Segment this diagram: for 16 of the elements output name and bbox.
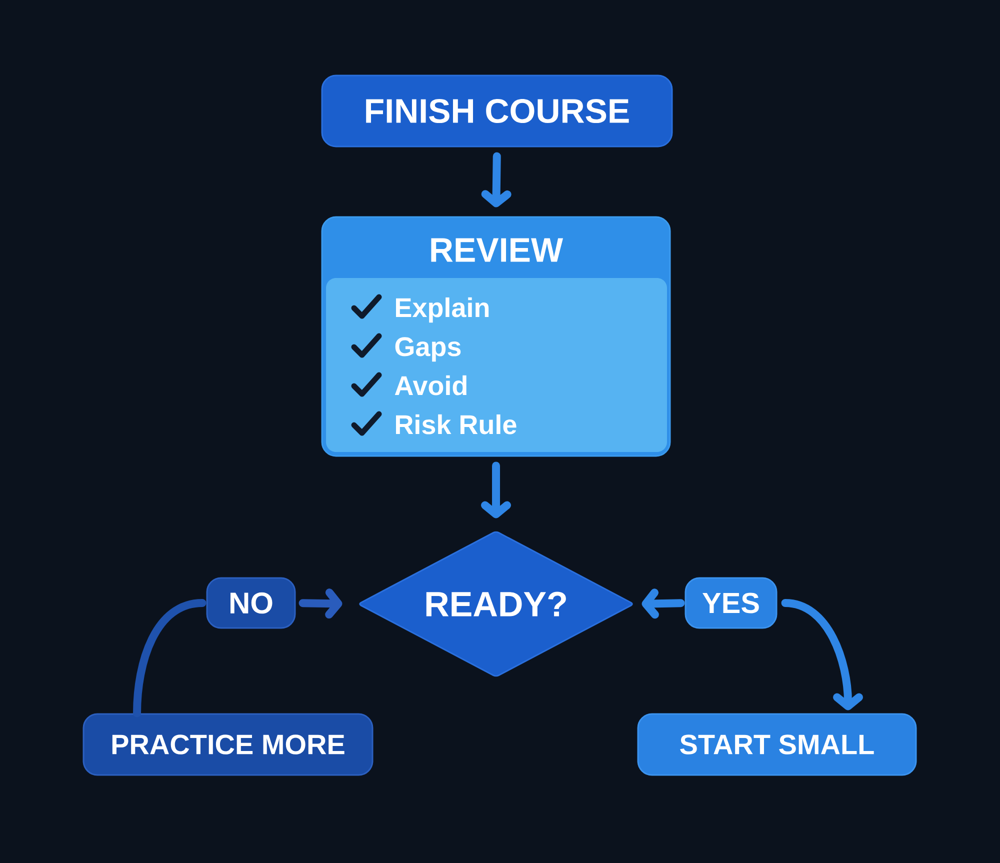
arrow bbox=[298, 588, 342, 619]
box-heading: REVIEW bbox=[431, 238, 564, 262]
arrow bbox=[781, 599, 863, 710]
arrow bbox=[481, 152, 512, 208]
process-box: FINISH COURSE bbox=[321, 74, 673, 148]
arrow bbox=[481, 462, 511, 518]
process-box: START SMALL bbox=[637, 713, 917, 776]
list-item: Avoid bbox=[394, 375, 466, 396]
process-box: PRACTICE MORE bbox=[82, 713, 374, 776]
list-item: Explain bbox=[396, 297, 489, 323]
list-item: Risk Rule bbox=[396, 414, 516, 434]
answer-pill: NO bbox=[206, 577, 296, 629]
list-item: Gaps bbox=[395, 337, 461, 362]
answer-pill: YES bbox=[684, 577, 778, 629]
connector-line bbox=[133, 599, 206, 718]
arrow bbox=[642, 588, 685, 619]
